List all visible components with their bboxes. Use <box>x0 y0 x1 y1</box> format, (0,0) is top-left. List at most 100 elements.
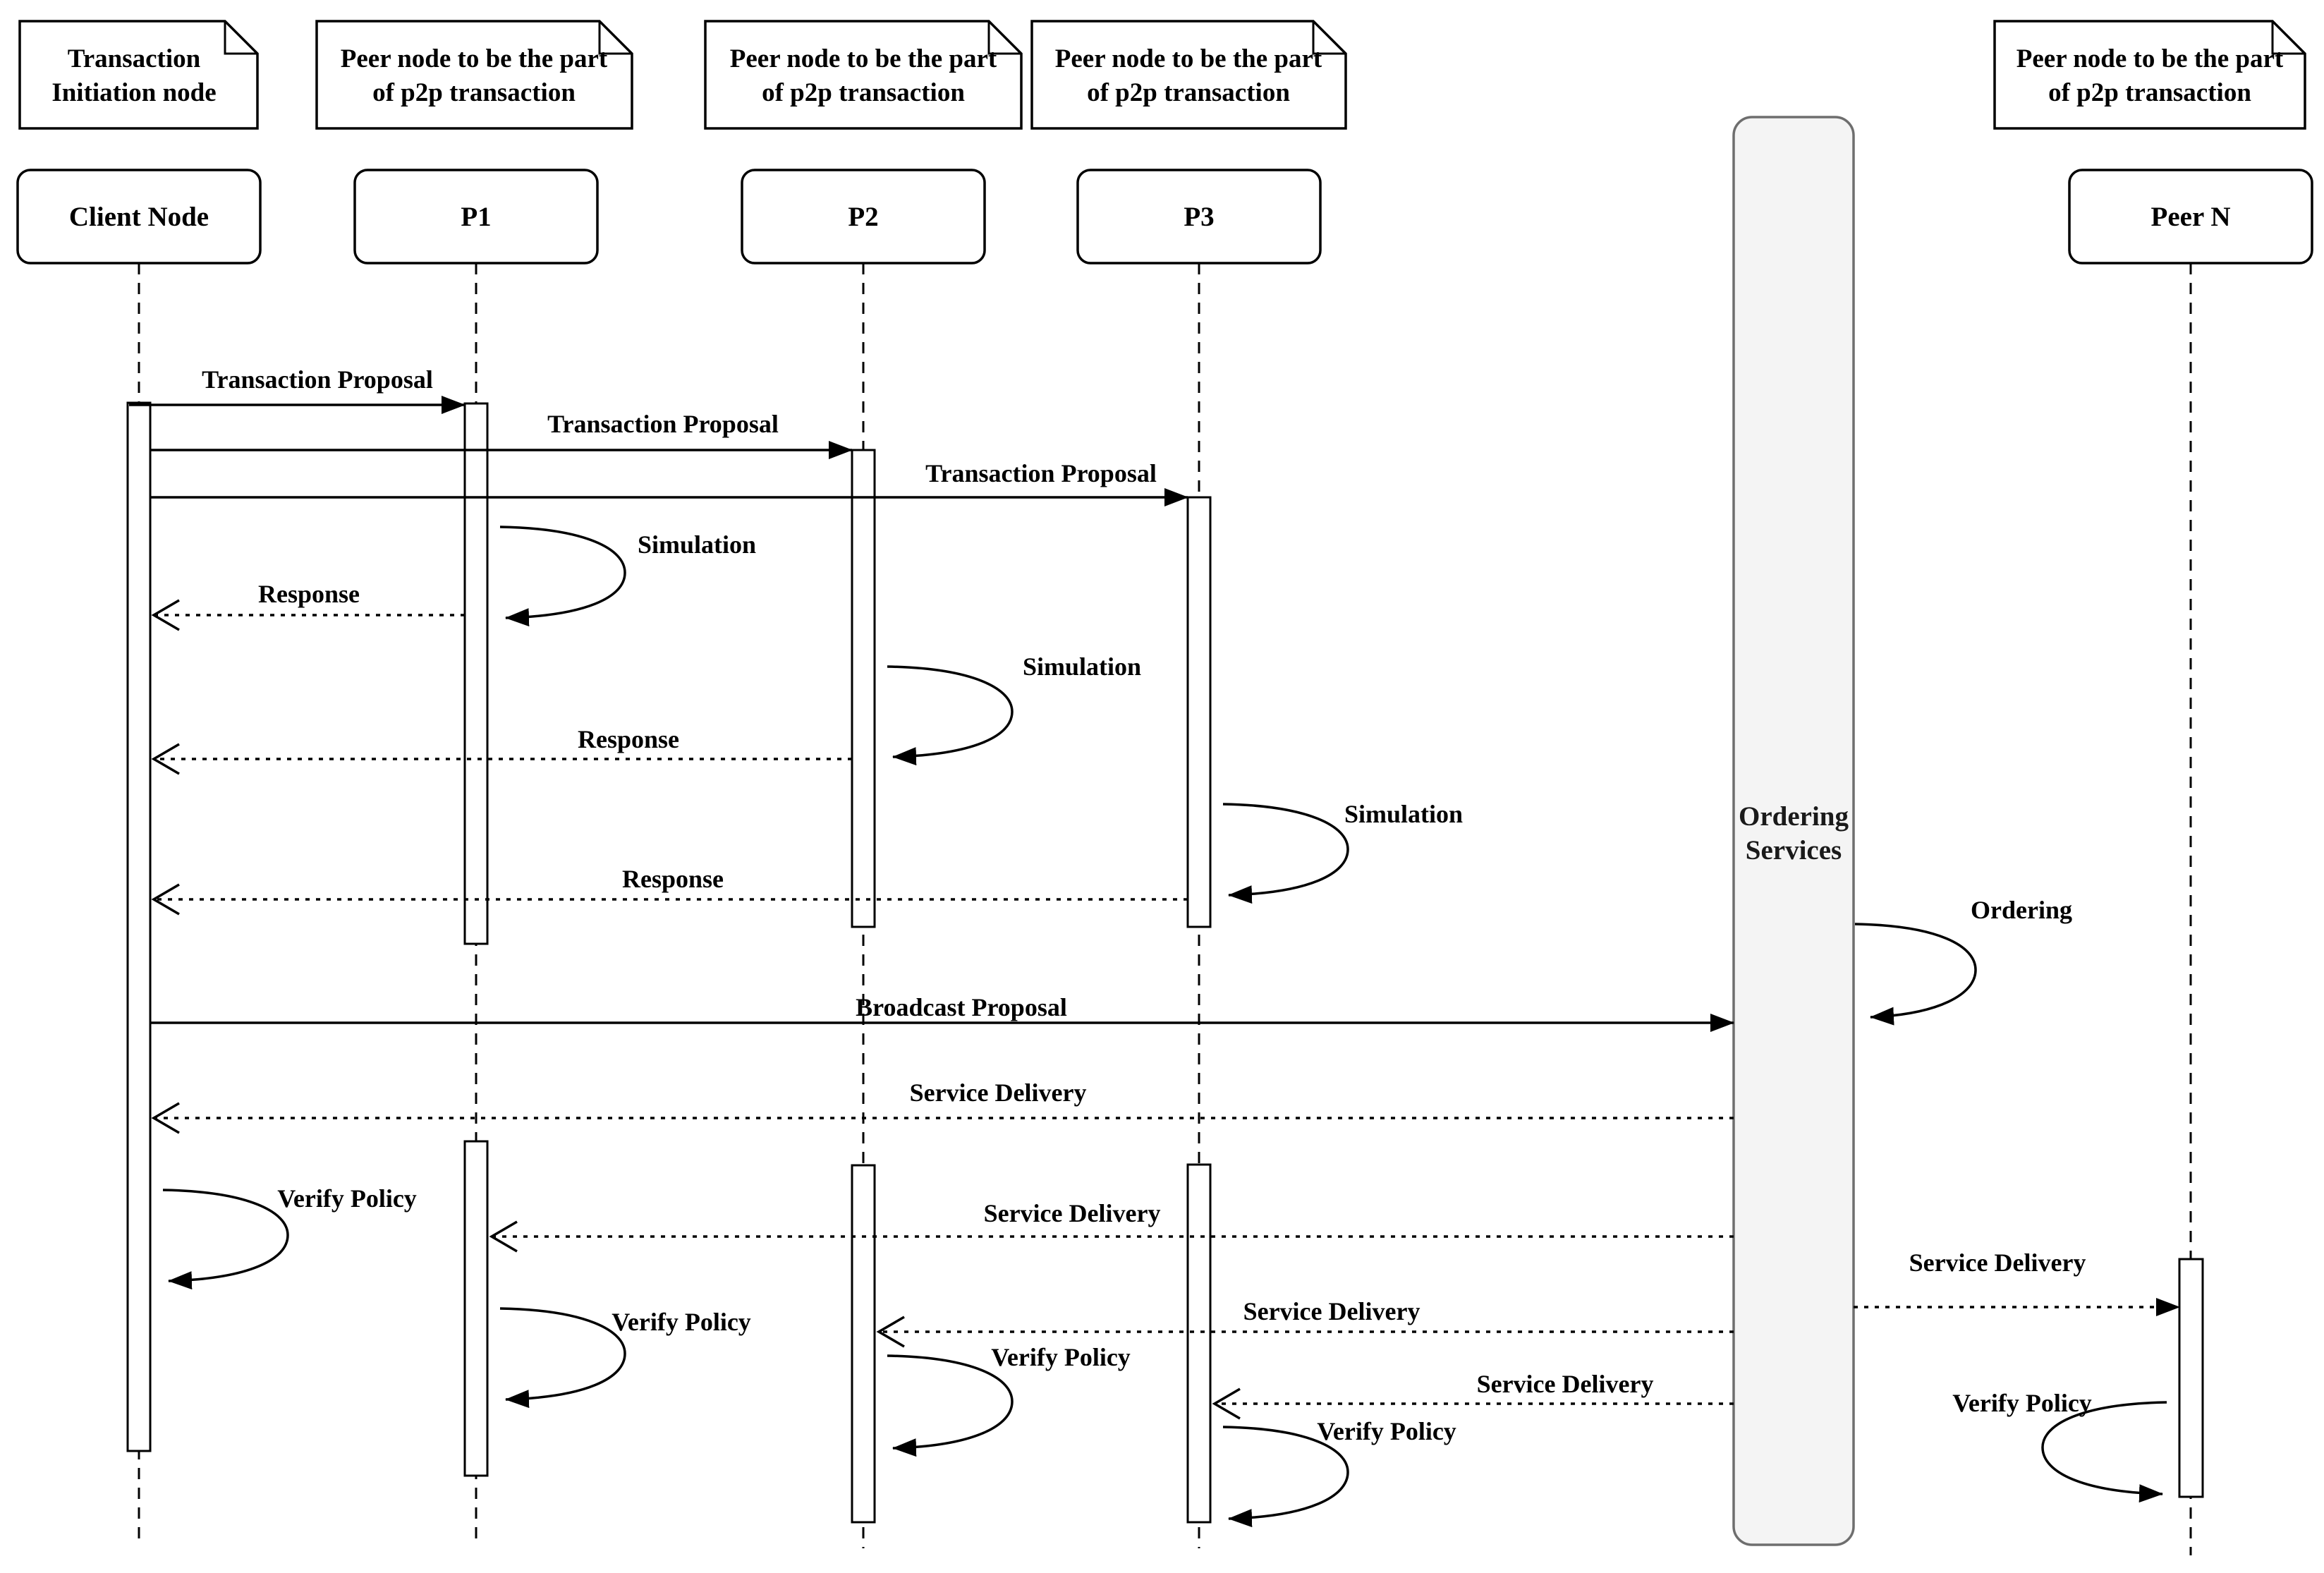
activation-p2-first <box>851 449 876 928</box>
note-p3-line2: of p2p transaction <box>1087 78 1290 107</box>
message-service-delivery-client-arrowhead <box>151 1102 180 1134</box>
head-peer-n-box <box>2068 169 2313 265</box>
message-simulation-p3: Simulation <box>1222 800 1463 904</box>
message-transaction-proposal-1: Transaction Proposal <box>129 365 466 414</box>
note-p1: Peer node to be the part of p2p transact… <box>315 20 633 130</box>
activation-p1-first <box>463 402 489 945</box>
note-peer-n: Peer node to be the part of p2p transact… <box>1993 20 2306 130</box>
message-response-p2-label: Response <box>578 725 679 753</box>
note-p3-line1: Peer node to be the part <box>1055 44 1322 73</box>
message-verify-policy-p2: Verify Policy <box>887 1343 1131 1457</box>
message-verify-policy-client: Verify Policy <box>162 1184 417 1290</box>
activation-bars <box>126 401 2204 1524</box>
message-simulation-p2-label: Simulation <box>1023 652 1141 681</box>
note-peer-n-shape <box>1993 20 2306 130</box>
note-peer-n-line2: of p2p transaction <box>2048 78 2251 107</box>
message-transaction-proposal-2: Transaction Proposal <box>150 410 853 459</box>
message-simulation-p3-label: Simulation <box>1344 800 1463 828</box>
message-transaction-proposal-3: Transaction Proposal <box>150 459 1188 506</box>
activation-p2-second <box>851 1164 876 1524</box>
head-p2-box <box>741 169 986 265</box>
message-verify-policy-peer-n: Verify Policy <box>1952 1389 2167 1503</box>
head-client-label: Client Node <box>69 202 209 232</box>
head-client-box <box>16 169 262 265</box>
message-simulation-p3-arc <box>1222 803 1349 904</box>
ordering-services-label-line1: Ordering <box>1739 801 1849 832</box>
message-response-p3-arrowhead <box>151 883 180 916</box>
message-verify-policy-p2-arc <box>887 1354 1014 1457</box>
notes: Transaction Initiation node Peer node to… <box>18 20 2306 130</box>
lifeline-heads: Client Node P1 P2 P3 Peer N <box>16 169 2313 265</box>
head-p1: P1 <box>353 169 599 265</box>
message-verify-policy-p3-arc <box>1222 1426 1349 1528</box>
message-simulation-p1: Simulation <box>499 526 756 627</box>
message-verify-policy-client-arc <box>162 1189 289 1290</box>
head-p1-box <box>353 169 599 265</box>
lifelines <box>138 263 2192 1555</box>
message-verify-policy-peer-n-label: Verify Policy <box>1952 1389 2092 1417</box>
note-p3-shape <box>1030 20 1347 130</box>
message-simulation-p1-label: Simulation <box>638 530 756 559</box>
message-response-p1-arrowhead <box>151 599 180 631</box>
note-p2-line2: of p2p transaction <box>762 78 965 107</box>
head-p1-label: P1 <box>461 202 491 232</box>
activation-p3-second <box>1186 1163 1212 1524</box>
note-p1-shape <box>315 20 633 130</box>
message-verify-policy-p1-arc <box>499 1307 626 1409</box>
note-p1-line1: Peer node to be the part <box>341 44 608 73</box>
note-client-fold <box>224 21 257 55</box>
message-response-p2: Response <box>151 725 852 775</box>
head-p3-box <box>1076 169 1322 265</box>
message-broadcast-proposal-label: Broadcast Proposal <box>856 993 1067 1021</box>
message-service-delivery-p2-label: Service Delivery <box>1243 1297 1420 1325</box>
message-verify-policy-client-label: Verify Policy <box>277 1184 417 1213</box>
head-p2: P2 <box>741 169 986 265</box>
message-broadcast-proposal: Broadcast Proposal <box>150 993 1734 1032</box>
activation-client <box>126 401 152 1452</box>
note-p2: Peer node to be the part of p2p transact… <box>704 20 1023 130</box>
message-transaction-proposal-1-label: Transaction Proposal <box>202 365 433 394</box>
message-response-p2-arrowhead <box>151 743 180 775</box>
note-peer-n-fold <box>2271 21 2305 55</box>
head-client: Client Node <box>16 169 262 265</box>
message-service-delivery-p1-label: Service Delivery <box>984 1199 1161 1227</box>
message-service-delivery-p3-arrowhead <box>1212 1387 1241 1420</box>
head-p3-label: P3 <box>1184 202 1214 232</box>
message-transaction-proposal-3-label: Transaction Proposal <box>925 459 1157 487</box>
message-service-delivery-p1-arrowhead <box>489 1220 518 1253</box>
note-client-line2: Initiation node <box>51 78 216 107</box>
message-verify-policy-p1: Verify Policy <box>499 1307 751 1409</box>
note-p2-fold <box>987 21 1021 55</box>
message-service-delivery-client: Service Delivery <box>151 1079 1734 1134</box>
message-response-p1: Response <box>151 580 465 631</box>
message-simulation-p2: Simulation <box>887 652 1141 766</box>
message-verify-policy-p3: Verify Policy <box>1222 1417 1456 1528</box>
message-simulation-p1-arc <box>499 526 626 627</box>
message-response-p3: Response <box>151 865 1188 916</box>
note-client: Transaction Initiation node <box>18 20 259 130</box>
message-service-delivery-p1: Service Delivery <box>489 1199 1734 1253</box>
activation-peer-n <box>2178 1258 2204 1498</box>
head-peer-n-label: Peer N <box>2151 202 2231 232</box>
note-p2-line1: Peer node to be the part <box>730 44 997 73</box>
note-peer-n-line1: Peer node to be the part <box>2016 44 2284 73</box>
ordering-services: Ordering Services <box>1732 116 1855 1546</box>
message-verify-policy-p3-label: Verify Policy <box>1317 1417 1456 1445</box>
head-peer-n: Peer N <box>2068 169 2313 265</box>
message-service-delivery-p2-arrowhead <box>876 1316 905 1348</box>
message-service-delivery-p2: Service Delivery <box>876 1297 1734 1348</box>
ordering-services-box <box>1732 116 1855 1546</box>
message-ordering-self-arc <box>1854 923 1977 1026</box>
message-service-delivery-peer-n: Service Delivery <box>1854 1249 2180 1316</box>
message-service-delivery-p3-label: Service Delivery <box>1477 1370 1654 1398</box>
message-service-delivery-client-label: Service Delivery <box>910 1079 1087 1107</box>
head-p3: P3 <box>1076 169 1322 265</box>
note-p3: Peer node to be the part of p2p transact… <box>1030 20 1347 130</box>
note-client-line1: Transaction <box>68 44 201 73</box>
message-verify-policy-p1-label: Verify Policy <box>612 1308 751 1336</box>
message-response-p3-label: Response <box>622 865 724 893</box>
message-verify-policy-peer-n-arc <box>2041 1401 2167 1503</box>
messages: Transaction Proposal Transaction Proposa… <box>129 365 2180 1528</box>
message-transaction-proposal-2-label: Transaction Proposal <box>547 410 779 438</box>
